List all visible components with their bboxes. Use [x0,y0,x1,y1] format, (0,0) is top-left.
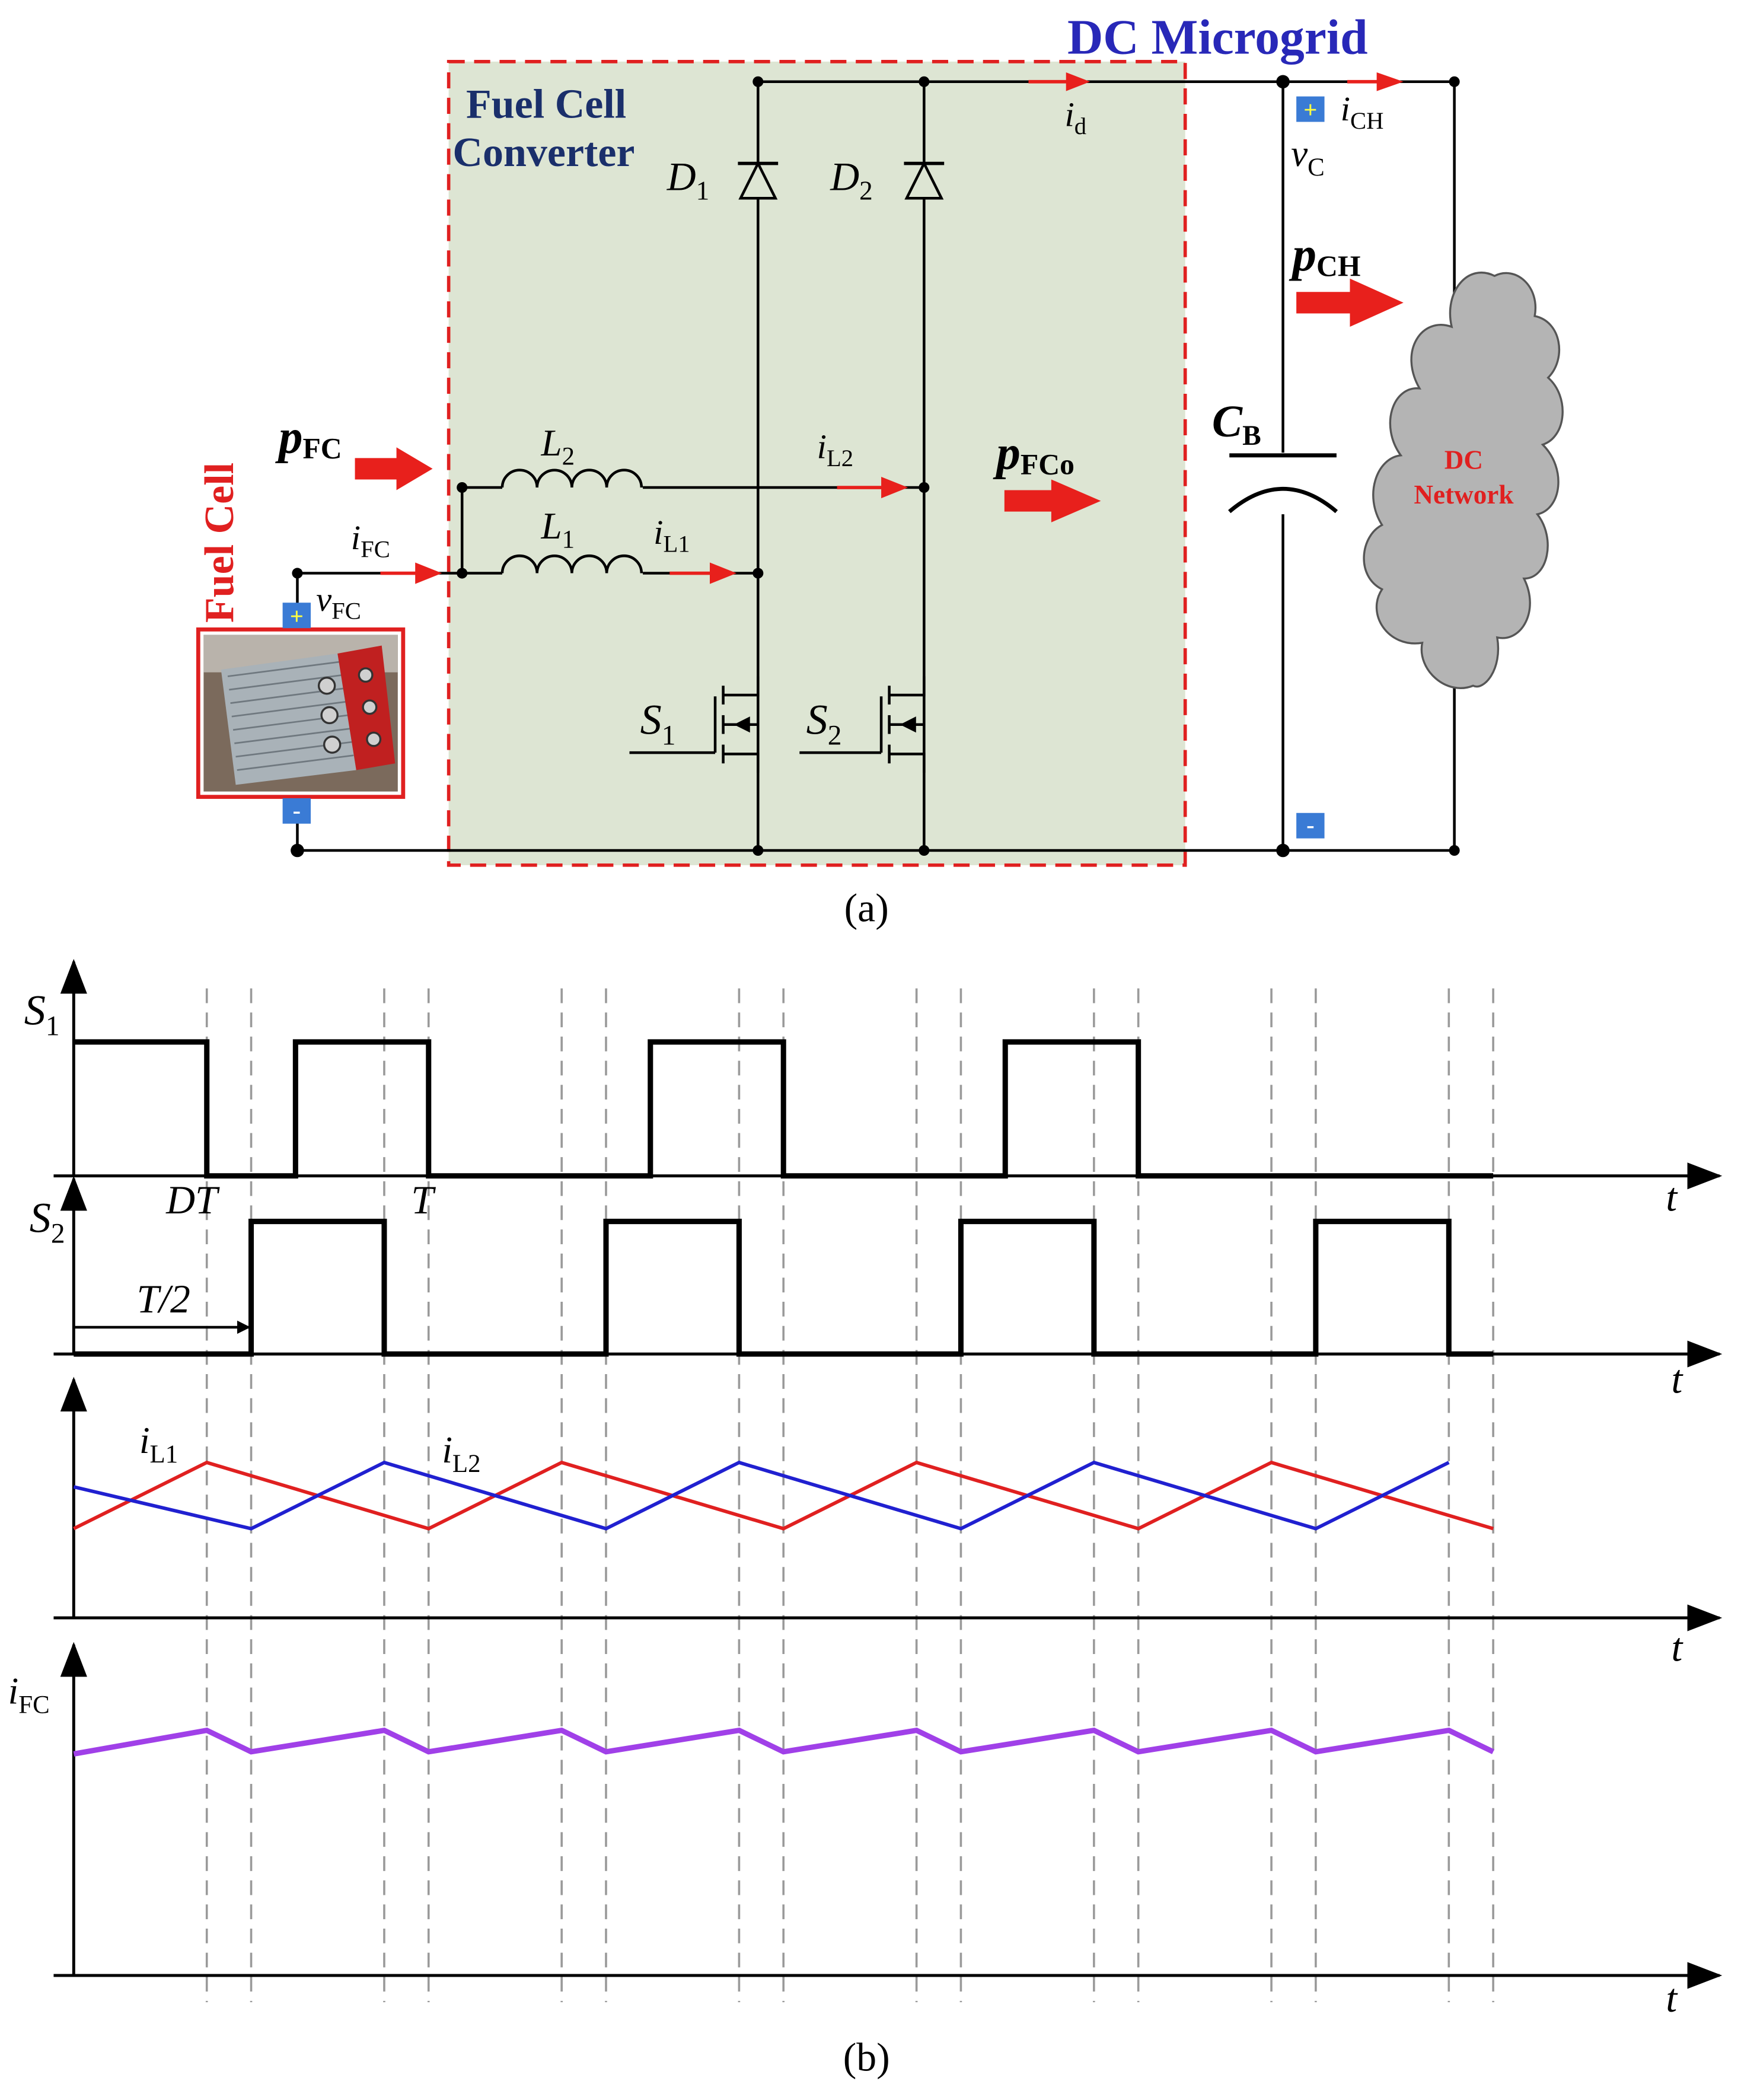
fuel-cell-photo [196,627,406,799]
label-S2: S2 [806,696,842,751]
caption-a: (a) [844,886,889,930]
waveform-iL2 [73,1460,1450,1531]
fuel-cell-plus-terminal: + [282,603,311,629]
converter-box [447,60,1187,867]
label-iL2: iL2 [817,427,853,471]
svg-text:-: - [1306,812,1315,839]
label-CB: CB [1212,396,1261,451]
waveform-iFC [73,1728,1495,1757]
label-L1: L1 [540,505,575,554]
power-arrow-pFC [355,447,433,490]
label-vC: vC [1291,133,1325,181]
label-vFC: vFC [316,580,361,624]
svg-text:-: - [293,797,301,824]
mosfet-S1-symbol [713,676,760,773]
signal-label-S1: S1 [24,987,60,1042]
caption-b: (b) [843,2035,890,2079]
label-pFC: pFC [275,410,342,464]
signal-label-iL2: iL2 [442,1429,480,1478]
circuit-diagram: + - + - Fuel Cell Converter DC Microgrid… [196,10,1564,930]
axes [53,958,1723,1989]
dc-network-label-line1: DC [1445,445,1483,474]
svg-text:+: + [1303,97,1317,123]
svg-text:+: + [290,603,304,629]
power-arrow-pFCo [1004,479,1101,522]
t-label-iFC: t [1666,1976,1678,2021]
label-D2: D2 [830,155,873,206]
waveform-chart: t t t t S1 S2 iL1 iL2 iFC DT T T/2 (b) [8,958,1723,2079]
label-DT: DT [165,1178,220,1222]
label-iFC: iFC [351,518,390,563]
label-D1: D1 [667,155,710,206]
label-L2: L2 [540,422,575,471]
label-id: id [1064,95,1086,139]
t-label-iL: t [1671,1625,1683,1669]
power-arrow-pCH [1296,278,1404,327]
signal-label-iFC: iFC [8,1671,50,1719]
t-label-S1: t [1666,1175,1678,1219]
microgrid-title: DC Microgrid [1067,10,1368,65]
waveforms [73,1039,1495,1757]
dc-network-label-line2: Network [1414,480,1514,509]
waveform-iL1 [73,1460,1494,1531]
t-label-S2: t [1671,1357,1683,1402]
fuel-cell-vertical-label: Fuel Cell [197,463,243,623]
label-pCH: pCH [1289,228,1360,282]
junction-dots [291,75,1460,858]
label-T-half: T/2 [136,1277,190,1321]
timing-guide-lines [205,988,1494,2003]
fuel-cell-minus-terminal: - [282,797,311,824]
converter-title-line2: Converter [452,130,634,176]
inductor-L2-symbol [500,469,643,488]
bus-plus-terminal: + [1296,96,1325,123]
label-S1: S1 [640,696,676,751]
waveform-S1 [74,1039,1494,1179]
inductor-L1-symbol [500,555,643,573]
signal-label-S2: S2 [30,1194,65,1250]
signal-label-iL1: iL1 [139,1420,178,1468]
label-pFCo: pFCo [993,426,1074,480]
label-T: T [411,1178,436,1222]
dc-network-cloud [1363,272,1564,690]
current-arrows [380,72,1404,584]
diode-D1-symbol [738,160,779,200]
waveform-S2 [74,1219,1494,1357]
diode-D2-symbol [904,160,945,200]
label-iL1: iL1 [653,513,690,557]
capacitor-CB-symbol [1228,453,1338,514]
label-iCH: iCH [1341,90,1384,134]
converter-title-line1: Fuel Cell [466,82,626,128]
mosfet-S2-symbol [879,676,926,773]
bus-minus-terminal: - [1296,812,1325,839]
